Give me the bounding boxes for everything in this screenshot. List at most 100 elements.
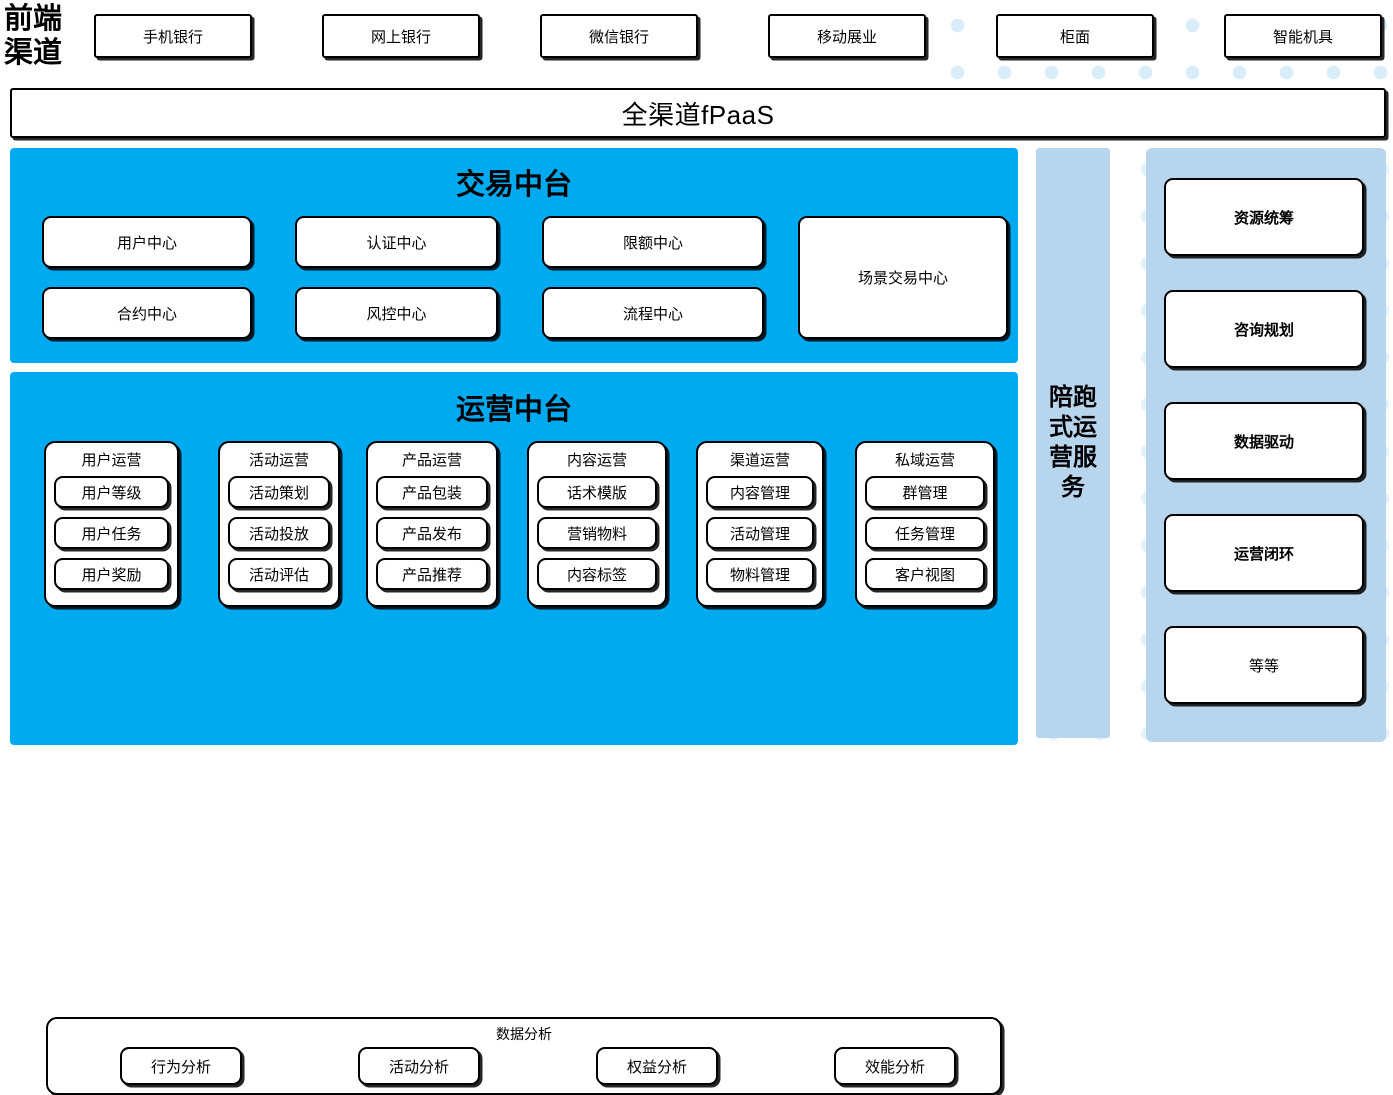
- capability-item-label: 数据驱动: [1233, 433, 1294, 451]
- ops-item-label: 产品发布: [401, 525, 462, 543]
- capability-panel: 资源统筹咨询规划数据驱动运营闭环等等: [1146, 148, 1386, 742]
- channel-box-label: 手机银行: [142, 28, 203, 46]
- ops-column-title: 用户运营: [81, 452, 142, 469]
- ops-column-title: 内容运营: [566, 452, 627, 469]
- data-analysis-title: 数据分析: [496, 1026, 552, 1042]
- ops-item-label: 活动管理: [729, 525, 790, 543]
- ops-item-2-2[interactable]: 产品推荐: [376, 558, 488, 590]
- channel-box-label: 网上银行: [370, 28, 431, 46]
- channel-box-label: 智能机具: [1272, 28, 1333, 46]
- trade-center-label: 限额中心: [622, 234, 683, 252]
- ops-item-0-1[interactable]: 用户任务: [54, 517, 169, 549]
- ops-column-4: 渠道运营内容管理活动管理物料管理: [696, 441, 824, 607]
- trade-center-box-1[interactable]: 认证中心: [295, 216, 498, 268]
- channel-box-label: 微信银行: [588, 28, 649, 46]
- ops-item-5-0[interactable]: 群管理: [865, 476, 985, 508]
- trade-center-box-6[interactable]: 场景交易中心: [798, 216, 1008, 339]
- ops-item-2-1[interactable]: 产品发布: [376, 517, 488, 549]
- trade-center-box-2[interactable]: 限额中心: [542, 216, 764, 268]
- channel-box-label: 柜面: [1059, 28, 1090, 46]
- ops-mid-platform-title: 运营中台: [455, 394, 572, 426]
- capability-item-0[interactable]: 资源统筹: [1164, 178, 1364, 256]
- ops-column-title: 私域运营: [894, 452, 955, 469]
- front-end-channel-label: 前端渠道: [4, 3, 63, 69]
- ops-column-3: 内容运营话术模版营销物料内容标签: [527, 441, 667, 607]
- trade-mid-platform-title: 交易中台: [455, 169, 572, 201]
- trade-center-box-4[interactable]: 风控中心: [295, 287, 498, 339]
- ops-column-0: 用户运营用户等级用户任务用户奖励: [44, 441, 179, 607]
- ops-item-label: 产品推荐: [401, 566, 462, 584]
- ops-column-title: 渠道运营: [729, 452, 790, 469]
- companion-operation-service-band: 陪跑式运营服务: [1036, 148, 1110, 738]
- ops-item-1-0[interactable]: 活动策划: [228, 476, 330, 508]
- channel-box-2[interactable]: 微信银行: [540, 14, 698, 58]
- capability-item-3[interactable]: 运营闭环: [1164, 514, 1364, 592]
- ops-item-label: 群管理: [902, 484, 948, 502]
- ops-item-5-2[interactable]: 客户视图: [865, 558, 985, 590]
- channel-box-3[interactable]: 移动展业: [768, 14, 926, 58]
- ops-item-label: 用户任务: [81, 525, 142, 543]
- fpaas-bar: 全渠道fPaaS: [10, 88, 1386, 138]
- channel-box-5[interactable]: 智能机具: [1224, 14, 1382, 58]
- ops-item-1-1[interactable]: 活动投放: [228, 517, 330, 549]
- ops-column-1: 活动运营活动策划活动投放活动评估: [218, 441, 340, 607]
- ops-item-label: 活动投放: [248, 525, 309, 543]
- capability-item-label: 咨询规划: [1233, 321, 1294, 339]
- trade-mid-platform-panel: 交易中台 用户中心 认证中心 限额中心合约中心 风控中心 流程中心 场景交易中心: [10, 148, 1018, 363]
- ops-item-label: 内容管理: [729, 484, 790, 502]
- channel-box-label: 移动展业: [816, 28, 877, 46]
- data-analysis-item-label: 行为分析: [150, 1058, 211, 1076]
- ops-column-title: 活动运营: [248, 452, 309, 469]
- trade-center-label: 流程中心: [622, 305, 683, 323]
- ops-item-label: 活动策划: [248, 484, 309, 502]
- data-analysis-item-3[interactable]: 效能分析: [834, 1047, 956, 1085]
- ops-mid-platform-panel: 运营中台 数据分析 行为分析活动分析权益分析效能分析 用户运营用户等级用户任务用…: [10, 372, 1018, 1095]
- capability-item-label: 等等: [1248, 657, 1279, 675]
- data-analysis-item-2[interactable]: 权益分析: [596, 1047, 718, 1085]
- front-end-channel-row: 前端渠道 手机银行 网上银行 微信银行 移动展业 柜面 智能机具: [0, 0, 1393, 82]
- data-analysis-item-label: 活动分析: [388, 1058, 449, 1076]
- capability-item-4[interactable]: 等等: [1164, 626, 1364, 704]
- ops-item-4-0[interactable]: 内容管理: [706, 476, 814, 508]
- data-analysis-group: 数据分析 行为分析 活动分析 权益分析 效能分析: [46, 1017, 1002, 1095]
- capability-item-2[interactable]: 数据驱动: [1164, 402, 1364, 480]
- capability-item-label: 运营闭环: [1233, 545, 1294, 563]
- ops-item-1-2[interactable]: 活动评估: [228, 558, 330, 590]
- ops-item-label: 用户奖励: [81, 566, 142, 584]
- ops-item-4-1[interactable]: 活动管理: [706, 517, 814, 549]
- trade-center-box-5[interactable]: 流程中心: [542, 287, 764, 339]
- ops-item-label: 用户等级: [81, 484, 142, 502]
- trade-center-box-0[interactable]: 用户中心: [42, 216, 252, 268]
- ops-item-5-1[interactable]: 任务管理: [865, 517, 985, 549]
- companion-operation-service-label: 陪跑式运营服务: [1049, 384, 1097, 501]
- trade-center-label: 场景交易中心: [857, 270, 948, 287]
- ops-column-5: 私域运营群管理任务管理客户视图: [855, 441, 995, 607]
- ops-item-label: 客户视图: [894, 566, 955, 584]
- trade-center-label: 用户中心: [116, 234, 177, 252]
- ops-item-label: 物料管理: [729, 566, 790, 584]
- capability-item-1[interactable]: 咨询规划: [1164, 290, 1364, 368]
- ops-item-3-1[interactable]: 营销物料: [537, 517, 657, 549]
- ops-item-3-2[interactable]: 内容标签: [537, 558, 657, 590]
- ops-item-label: 活动评估: [248, 566, 309, 584]
- channel-box-1[interactable]: 网上银行: [322, 14, 480, 58]
- ops-item-label: 内容标签: [566, 566, 627, 584]
- ops-item-label: 任务管理: [894, 525, 955, 543]
- channel-box-4[interactable]: 柜面: [996, 14, 1154, 58]
- data-analysis-item-1[interactable]: 活动分析: [358, 1047, 480, 1085]
- ops-item-label: 话术模版: [566, 484, 627, 502]
- trade-center-box-3[interactable]: 合约中心: [42, 287, 252, 339]
- ops-item-3-0[interactable]: 话术模版: [537, 476, 657, 508]
- data-analysis-item-0[interactable]: 行为分析: [120, 1047, 242, 1085]
- trade-center-label: 风控中心: [366, 305, 427, 323]
- ops-item-2-0[interactable]: 产品包装: [376, 476, 488, 508]
- channel-box-0[interactable]: 手机银行: [94, 14, 252, 58]
- ops-column-title: 产品运营: [401, 452, 462, 469]
- ops-item-4-2[interactable]: 物料管理: [706, 558, 814, 590]
- ops-item-0-0[interactable]: 用户等级: [54, 476, 169, 508]
- data-analysis-item-label: 效能分析: [864, 1058, 925, 1076]
- ops-item-label: 产品包装: [401, 484, 462, 502]
- data-analysis-item-label: 权益分析: [626, 1058, 687, 1076]
- ops-item-0-2[interactable]: 用户奖励: [54, 558, 169, 590]
